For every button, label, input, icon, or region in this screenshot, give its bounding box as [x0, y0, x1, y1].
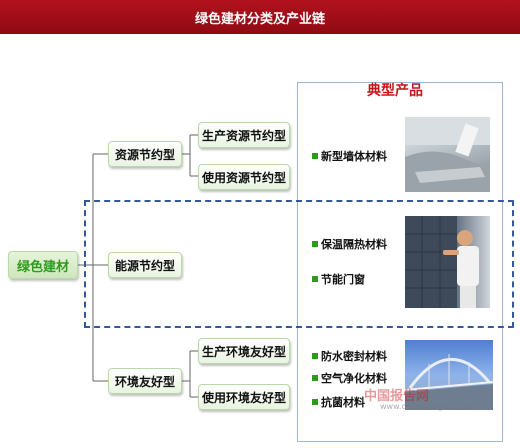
product-item: 节能门窗 [312, 271, 365, 287]
node-production-resource-saving: 生产资源节约型 [198, 122, 290, 148]
product-item: 抗菌材料 [312, 394, 365, 410]
bullet-icon [312, 375, 318, 381]
node-production-environment-friendly: 生产环境友好型 [198, 338, 290, 364]
product-item: 保温隔热材料 [312, 236, 387, 252]
product-label: 节能门窗 [321, 273, 365, 286]
product-label: 空气净化材料 [321, 372, 387, 385]
product-item: 新型墙体材料 [312, 148, 387, 164]
page-title: 绿色建材分类及产业链 [194, 11, 325, 27]
photo-illustration [405, 216, 479, 308]
product-label: 抗菌材料 [321, 396, 365, 409]
watermark-url: www.chinabaogao.com [380, 402, 473, 411]
node-label: 使用环境友好型 [201, 390, 286, 405]
node-energy-saving: 能源节约型 [108, 252, 182, 278]
products-title: 典型产品 [367, 83, 423, 99]
photo-illustration [405, 117, 490, 192]
bullet-icon [312, 276, 318, 282]
root-label: 绿色建材 [16, 259, 69, 275]
product-item: 空气净化材料 [312, 370, 387, 386]
node-resource-saving: 资源节约型 [108, 141, 182, 167]
root-node: 绿色建材 [8, 251, 78, 279]
product-label: 新型墙体材料 [321, 150, 387, 163]
product-label: 防水密封材料 [321, 350, 387, 363]
node-label: 资源节约型 [114, 147, 175, 162]
energy-highlight-frame [84, 200, 514, 328]
node-label: 生产资源节约型 [201, 128, 286, 143]
photo-illustration [405, 354, 493, 410]
node-label: 生产环境友好型 [201, 344, 286, 359]
node-label: 环境友好型 [114, 374, 175, 389]
bullet-icon [312, 241, 318, 247]
bullet-icon [312, 399, 318, 405]
node-usage-resource-saving: 使用资源节约型 [198, 164, 290, 190]
product-item: 防水密封材料 [312, 348, 387, 364]
insulation-photo [405, 216, 490, 308]
wall-material-photo [405, 117, 490, 192]
bullet-icon [312, 153, 318, 159]
node-label: 使用资源节约型 [201, 170, 286, 185]
title-bar: 绿色建材分类及产业链 [0, 0, 520, 34]
node-label: 能源节约型 [114, 258, 175, 273]
watermark-logo: 中国报告网 [364, 389, 430, 404]
node-usage-environment-friendly: 使用环境友好型 [198, 384, 290, 410]
bullet-icon [312, 353, 318, 359]
bridge-photo [405, 340, 493, 410]
product-label: 保温隔热材料 [321, 238, 387, 251]
node-environment-friendly: 环境友好型 [108, 368, 182, 394]
